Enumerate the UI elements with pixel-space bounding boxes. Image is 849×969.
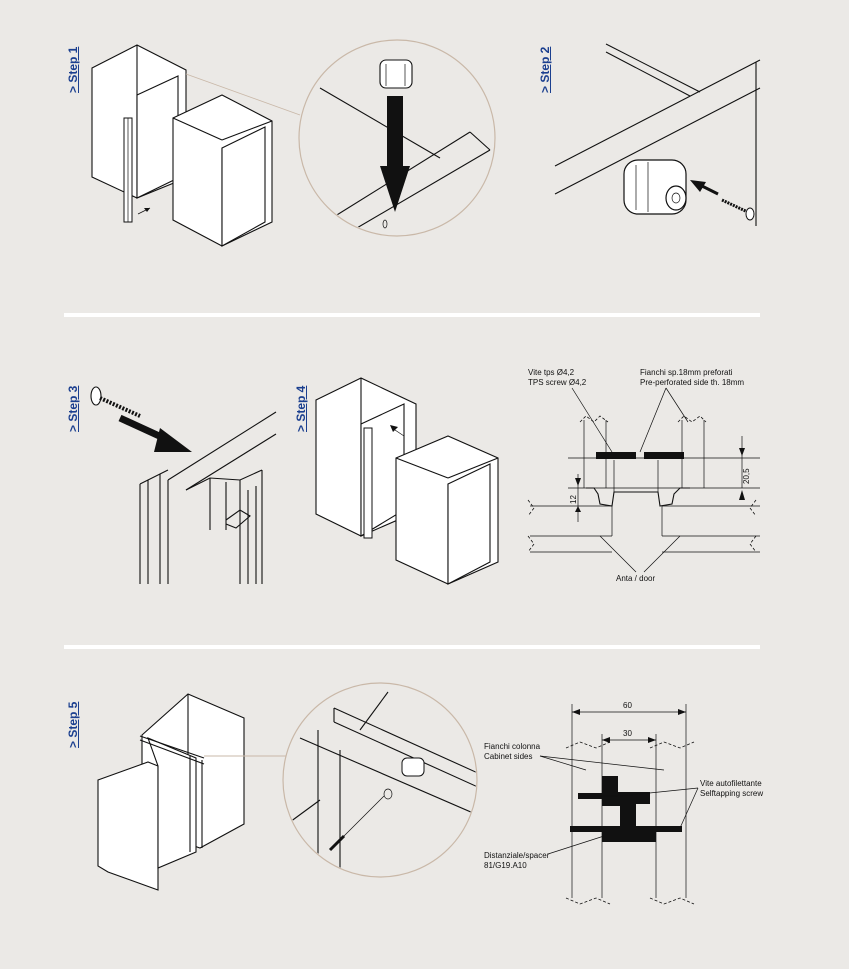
step5-detail-circle: [282, 682, 478, 878]
spacer-cross-section-detail: 60 30 Fianchi colonna Cabinet sides Vite…: [484, 701, 763, 905]
door-label: Anta / door: [616, 574, 655, 583]
selftapping-screw-label-en: Selftapping screw: [700, 789, 763, 798]
dim-12: 12: [569, 495, 578, 504]
sides-label-it: Fianchi sp.18mm preforati: [640, 368, 733, 377]
selftapping-screw-label-it: Vite autofilettante: [700, 779, 762, 788]
profile-cross-section-detail: Vite tps Ø4,2 TPS screw Ø4,2 Fianchi sp.…: [527, 368, 760, 583]
step4-illustration: [315, 377, 499, 585]
sides-label-en: Pre-perforated side th. 18mm: [640, 378, 744, 387]
dim-30: 30: [623, 729, 632, 738]
step1-detail-circle: [298, 39, 496, 237]
dim-20-5: 20,5: [742, 468, 751, 484]
screw-label-it: Vite tps Ø4,2: [528, 368, 575, 377]
spacer-label-2: 81/G19.A10: [484, 861, 527, 870]
step3-illustration: [90, 386, 277, 584]
step1-cabinet-illustration: [91, 44, 301, 247]
section-divider-2: [64, 645, 760, 649]
step2-illustration: [554, 43, 761, 226]
screw-label-en: TPS screw Ø4,2: [528, 378, 587, 387]
step5-illustration: [97, 693, 290, 891]
cabinet-sides-label-en: Cabinet sides: [484, 752, 532, 761]
spacer-label-1: Distanziale/spacer: [484, 851, 550, 860]
section-divider-1: [64, 313, 760, 317]
dim-60: 60: [623, 701, 632, 710]
cabinet-sides-label-it: Fianchi colonna: [484, 742, 541, 751]
